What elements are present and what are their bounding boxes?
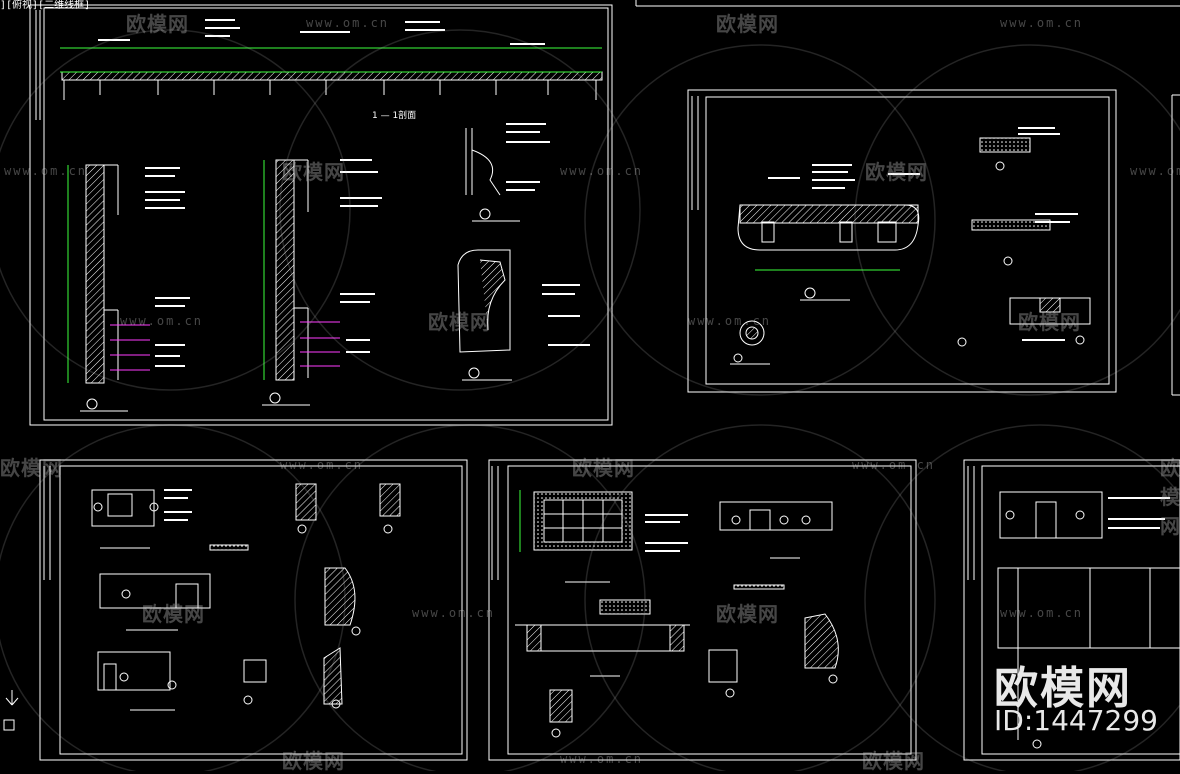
watermark-logo: 欧模网 (142, 602, 205, 626)
elevation-drawings (91, 489, 249, 711)
watermark-arcs (0, 29, 1180, 771)
base-section-drawing (515, 599, 839, 738)
ceiling-plan-drawing (519, 490, 688, 583)
watermark-logo: 欧模网 (1160, 456, 1180, 538)
front-elevation-drawing (719, 501, 833, 590)
watermark-logo: 欧模网 (1018, 310, 1081, 334)
svg-text:1 — 1剖面: 1 — 1剖面 (372, 109, 416, 121)
drawing-sheet-3[interactable] (39, 459, 468, 761)
watermark-url: www.om.cn (306, 16, 390, 30)
watermark-url: www.om.cn (688, 314, 772, 328)
viewport-label[interactable]: ][俯视][二维线框] (0, 0, 91, 11)
ucs-axis-icon (3, 690, 19, 731)
profile-detail-2 (457, 249, 590, 381)
watermark-logo: 欧模网 (126, 12, 189, 36)
watermark-logo: 欧模网 (716, 602, 779, 626)
watermark-logo: 欧模网 (716, 12, 779, 36)
sheet-1-title-strip (35, 10, 41, 120)
watermark-url: www.om.cn (1000, 606, 1084, 620)
watermark-logo: 欧模网 (572, 456, 635, 480)
drawing-sheet-4[interactable] (488, 459, 917, 761)
watermark-logo: 欧模网 (282, 749, 345, 773)
watermark-url: www.om.cn (412, 606, 496, 620)
watermark-logo: 欧模网 (862, 749, 925, 773)
watermark-url: www.om.cn (560, 164, 644, 178)
brand-watermark-id: ID:1447299 (994, 704, 1158, 737)
watermark-url: www.om.cn (1000, 16, 1084, 30)
watermark-logo: 欧模网 (282, 160, 345, 184)
ceiling-section-drawing: 1 — 1剖面 (60, 19, 603, 121)
detail-nodes (243, 483, 401, 709)
brand-watermark-logo: 欧模网 (994, 663, 1132, 714)
drawing-sheet-edge-top (635, 0, 1180, 396)
trim-details (957, 127, 1091, 347)
watermark-url: www.om.cn (560, 752, 644, 766)
counter-section-drawing (730, 164, 920, 365)
drawing-sheet-5[interactable] (963, 459, 1180, 761)
drawing-sheet-2[interactable] (687, 89, 1117, 393)
wall-section-a (67, 164, 190, 412)
watermark-url: www.om.cn (852, 458, 936, 472)
watermark-url: www.om.cn (120, 314, 204, 328)
watermark-url: www.om.cn (4, 164, 88, 178)
entrance-elevation-drawing (997, 491, 1180, 749)
profile-detail-1 (465, 123, 550, 222)
wall-section-b (262, 159, 382, 406)
watermark-logo: 欧模网 (0, 456, 63, 480)
drawing-sheet-1[interactable]: 1 — 1剖面 (29, 4, 613, 426)
watermark-url: www.om.cn (280, 458, 364, 472)
watermark-url: www.om.cn (1130, 164, 1180, 178)
watermark-logo: 欧模网 (428, 310, 491, 334)
watermark-logo: 欧模网 (865, 160, 928, 184)
